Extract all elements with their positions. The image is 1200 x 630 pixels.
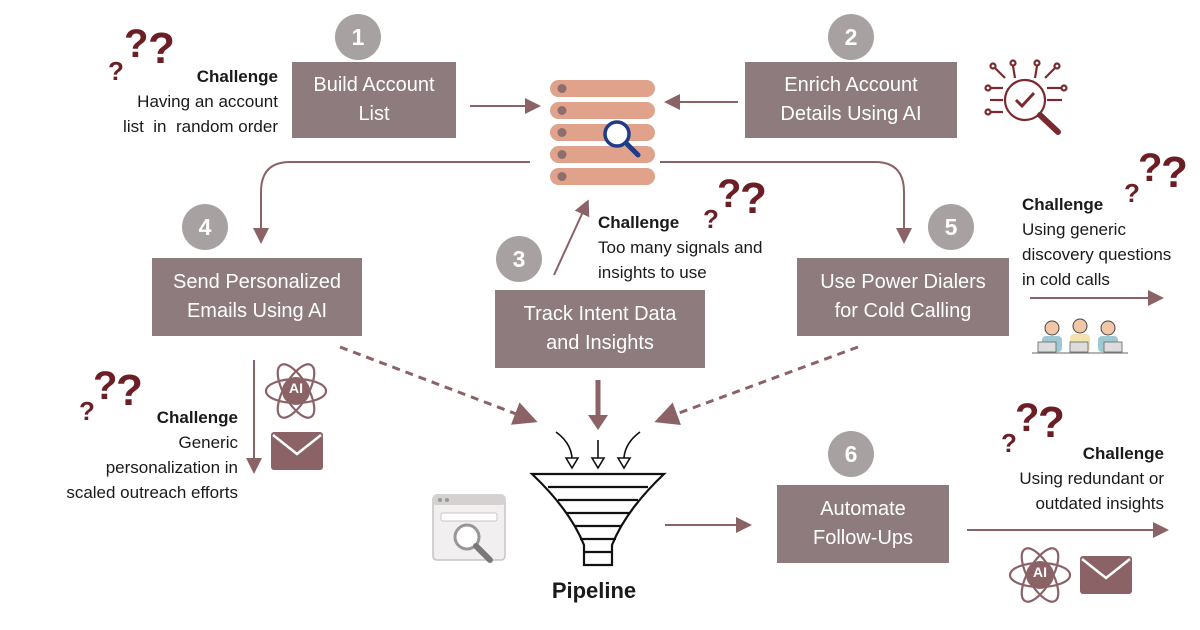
challenge-3: Challenge Too many signals and insights …	[598, 210, 798, 285]
funnel-input-arrows	[555, 431, 641, 470]
challenge-5-line1: Using generic	[1022, 220, 1126, 239]
challenge-6: Challenge Using redundant or outdated in…	[970, 441, 1164, 516]
challenge-1-title: Challenge	[196, 67, 278, 86]
challenge-5-line2: discovery questions	[1022, 245, 1172, 264]
funnel-icon	[529, 472, 667, 567]
challenge-3-line1: Too many signals and	[598, 238, 763, 257]
step-box-power-dialers: Use Power Dialers for Cold Calling	[797, 258, 1009, 336]
arrow-db-to-emails	[253, 161, 530, 244]
challenge-4-line3: scaled outreach efforts	[66, 483, 238, 502]
step-box-enrich-account-details: Enrich Account Details Using AI	[745, 62, 957, 138]
challenge-5-line3: in cold calls	[1022, 270, 1110, 289]
ai-badge-right: AI	[1033, 564, 1047, 580]
arrow-intent-to-db	[553, 199, 590, 276]
challenge-1-line1: Having an account	[137, 92, 278, 111]
step-number-6: 6	[828, 431, 874, 477]
challenge-4-line2: personalization in	[105, 458, 238, 477]
step-label-1: Build Account List	[313, 74, 435, 125]
step-label-4: Send Personalized Emails Using AI	[173, 271, 341, 322]
challenge-3-line2: insights to use	[598, 263, 707, 282]
step-number-3: 3	[496, 236, 542, 282]
challenge-6-line1: Using redundant or	[1019, 469, 1164, 488]
ai-atom-icon-left	[264, 363, 328, 419]
step-number-5: 5	[928, 204, 974, 250]
magnifier-icon	[603, 120, 641, 158]
dashed-arrow-emails-to-funnel	[339, 345, 538, 425]
step-label-2: Enrich Account Details Using AI	[780, 74, 922, 125]
step-label-6: Automate Follow-Ups	[812, 498, 914, 549]
step-number-1: 1	[335, 14, 381, 60]
step-label-5: Use Power Dialers for Cold Calling	[820, 271, 986, 322]
challenge-6-line2: outdated insights	[1035, 494, 1164, 513]
challenge-4-title: Challenge	[156, 408, 238, 427]
challenge-6-title: Challenge	[1082, 444, 1164, 463]
database-icon	[550, 80, 655, 185]
step-number-2: 2	[828, 14, 874, 60]
pipeline-label: Pipeline	[551, 578, 637, 603]
step-box-track-intent-data: Track Intent Data and Insights	[495, 290, 705, 368]
arrow-db-to-dialers	[660, 161, 912, 244]
challenge-5-title: Challenge	[1022, 195, 1104, 214]
challenge-4: Challenge Generic personalization in sca…	[10, 405, 238, 505]
step-label-3: Track Intent Data and Insights	[523, 303, 677, 354]
call-center-people-icon	[1032, 318, 1128, 354]
step-number-4: 4	[182, 204, 228, 250]
ai-atom-icon-right	[1008, 547, 1072, 603]
challenge-5: Challenge Using generic discovery questi…	[1022, 192, 1198, 292]
challenge-3-title: Challenge	[598, 213, 680, 232]
browser-search-icon	[432, 494, 506, 563]
challenge-1-line2: list in random order	[123, 117, 278, 136]
email-icon-right	[1080, 556, 1132, 594]
email-icon-left	[271, 432, 323, 470]
step-box-build-account-list: Build Account List	[292, 62, 456, 138]
challenge-1: Challenge Having an account list in rand…	[60, 64, 278, 139]
challenge-4-line1: Generic	[178, 433, 238, 452]
step-box-send-personalized-emails: Send Personalized Emails Using AI	[152, 258, 362, 336]
step-box-automate-follow-ups: Automate Follow-Ups	[777, 485, 949, 563]
ai-analysis-icon	[984, 59, 1068, 135]
ai-badge-left: AI	[289, 380, 303, 396]
dashed-arrow-dialers-to-funnel	[654, 345, 859, 426]
